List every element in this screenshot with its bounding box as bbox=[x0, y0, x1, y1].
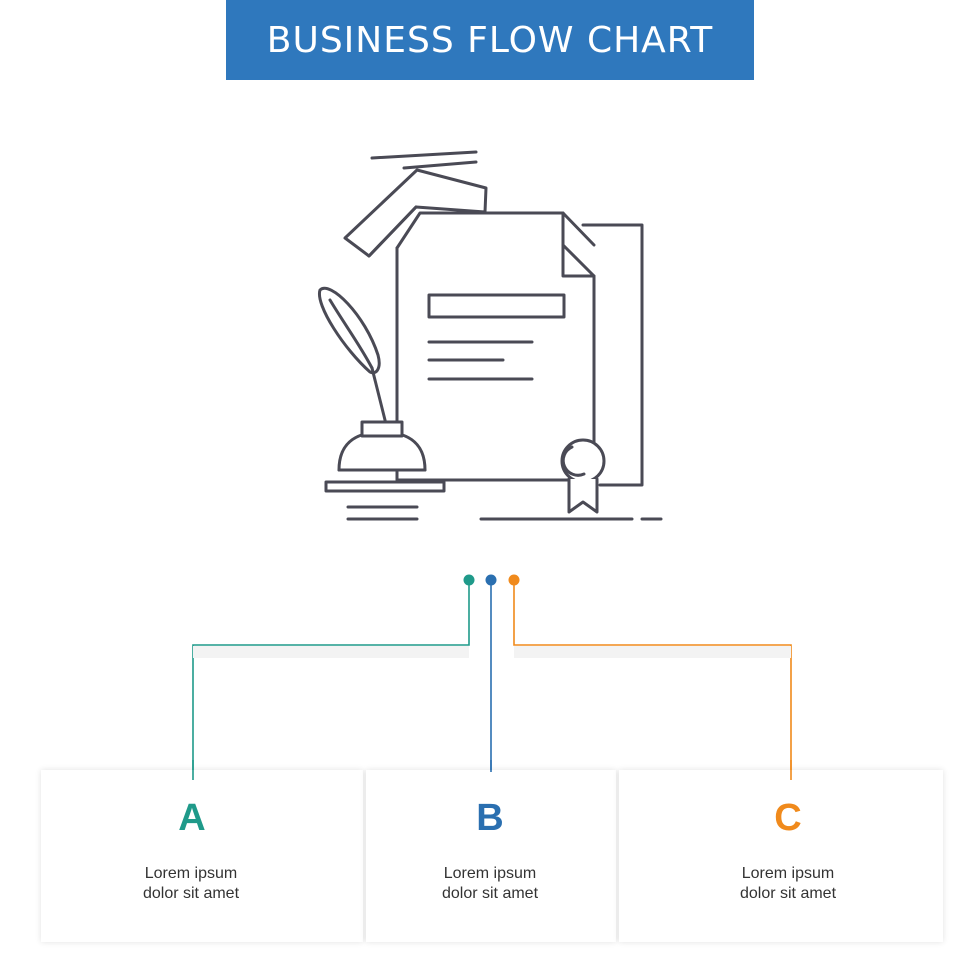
quill-shaft bbox=[328, 298, 374, 370]
inkwell-body bbox=[337, 430, 427, 472]
option-card-a bbox=[41, 770, 363, 942]
option-letter-b: B bbox=[476, 797, 504, 839]
inkwell-neck bbox=[360, 420, 404, 438]
cap-tassel-line-2 bbox=[402, 160, 478, 170]
connector-a bbox=[192, 580, 470, 780]
shadow-band-a bbox=[193, 646, 469, 658]
shadow-band-c bbox=[514, 646, 791, 658]
option-text-c: Lorem ipsum dolor sit amet bbox=[698, 864, 878, 904]
option-a-line-1: Lorem ipsum bbox=[144, 865, 238, 882]
back-sheet-outline bbox=[581, 223, 644, 487]
option-card-b bbox=[366, 770, 616, 942]
certificate-icon bbox=[317, 150, 663, 521]
option-c-line-1: Lorem ipsum bbox=[741, 865, 835, 882]
option-card-c bbox=[619, 770, 943, 942]
document-fold bbox=[561, 211, 596, 278]
option-text-a: Lorem ipsum dolor sit amet bbox=[101, 864, 281, 904]
option-c-line-2: dolor sit amet bbox=[739, 885, 837, 902]
cap-tassel-line-1 bbox=[370, 150, 478, 160]
chart-title: BUSINESS FLOW CHART bbox=[266, 19, 714, 61]
node-dot-c bbox=[508, 574, 520, 586]
option-text-b: Lorem ipsum dolor sit amet bbox=[400, 864, 580, 904]
graduation-cap-brim bbox=[367, 205, 418, 258]
node-dot-a bbox=[463, 574, 475, 586]
title-banner: BUSINESS FLOW CHART bbox=[226, 0, 754, 80]
node-dot-b bbox=[485, 574, 497, 586]
document-outline bbox=[395, 243, 596, 482]
option-b-line-1: Lorem ipsum bbox=[443, 865, 537, 882]
inkwell-base bbox=[324, 480, 446, 493]
option-letter-a: A bbox=[178, 797, 206, 839]
document-top-edge bbox=[395, 211, 596, 250]
connector-c bbox=[513, 580, 792, 780]
seal-inner-arc bbox=[561, 445, 586, 477]
option-letter-c: C bbox=[774, 797, 802, 839]
option-a-line-2: dolor sit amet bbox=[142, 885, 240, 902]
option-b-line-2: dolor sit amet bbox=[441, 885, 539, 902]
seal-ribbon bbox=[567, 477, 599, 514]
document-title-bar bbox=[427, 293, 566, 319]
